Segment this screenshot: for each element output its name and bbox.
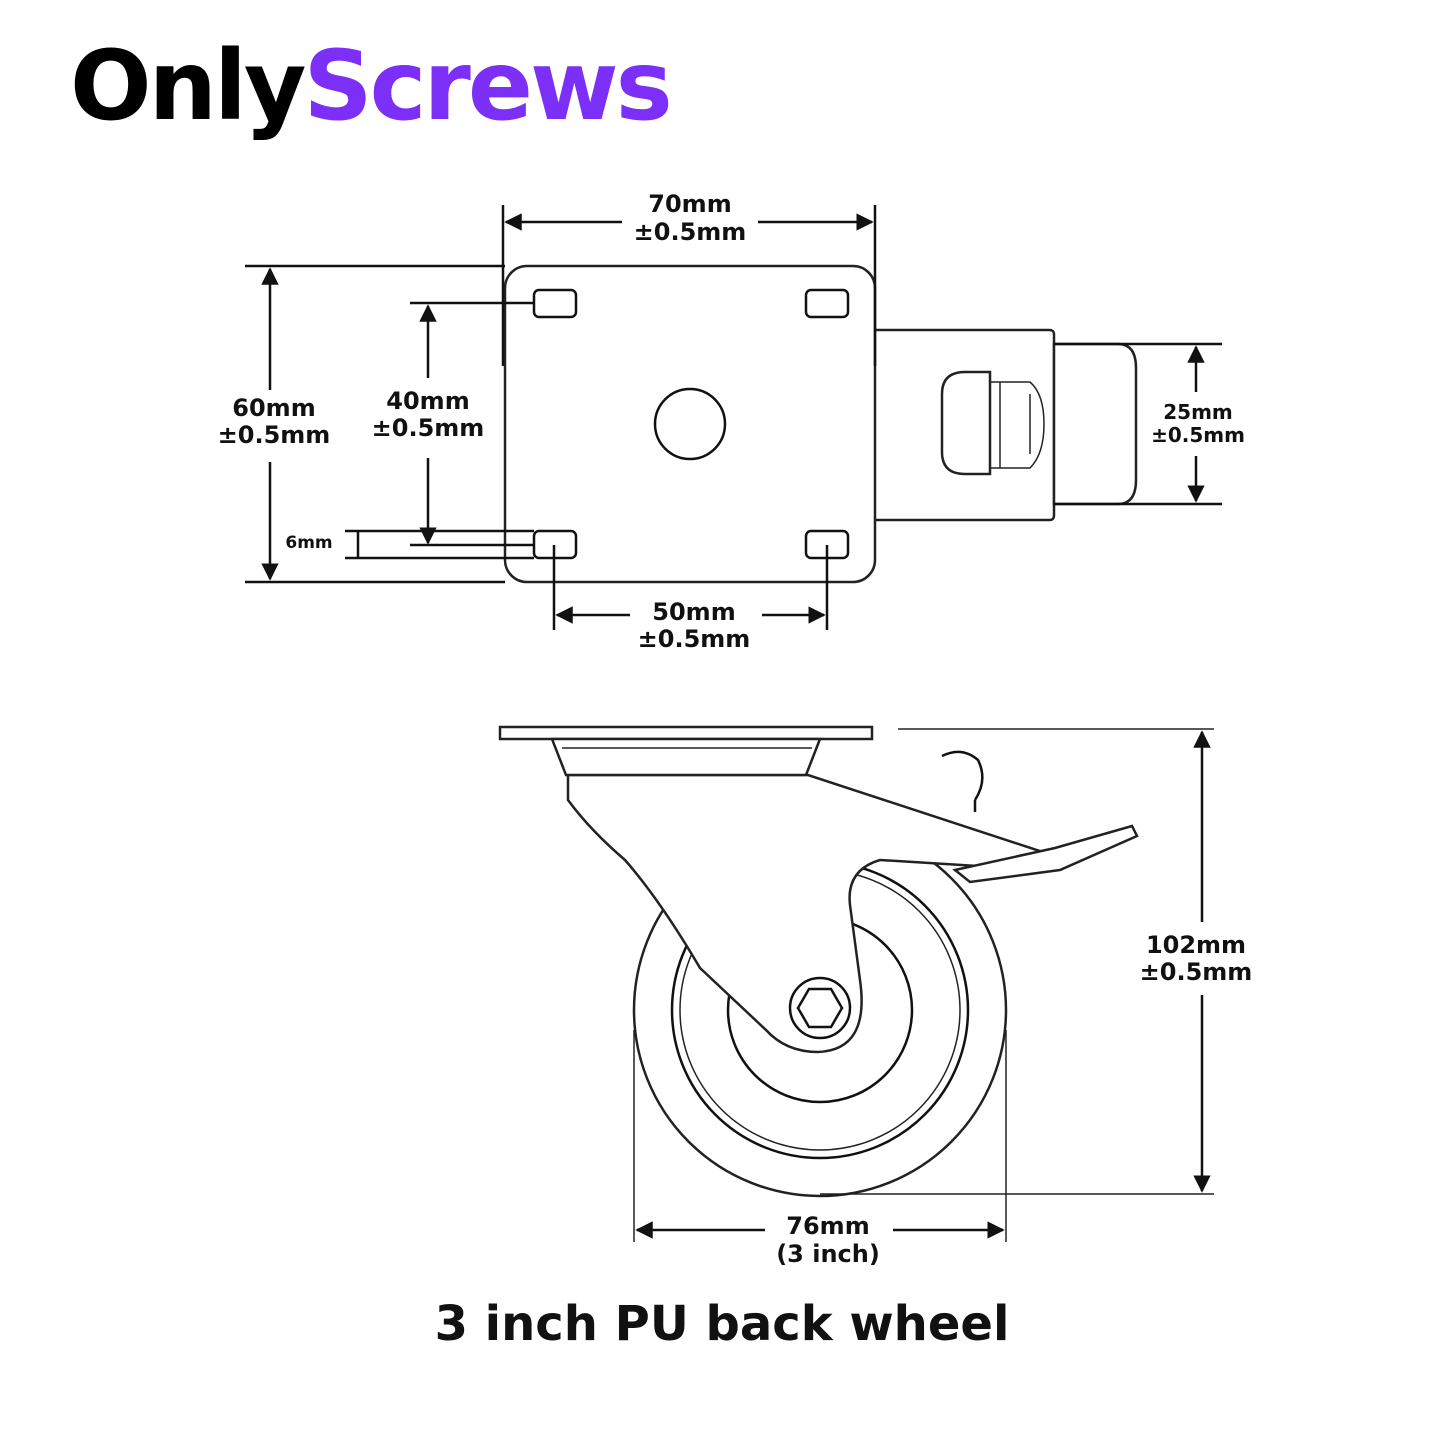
plate-height-value: 60mm xyxy=(232,394,315,422)
side-top-plate xyxy=(498,725,874,741)
axle-ring xyxy=(788,976,852,1040)
hole-spacing-vertical-value: 40mm xyxy=(386,387,469,415)
brand-logo: OnlyScrews xyxy=(70,38,673,134)
plate-width-tolerance: ±0.5mm xyxy=(634,218,747,246)
plate-height-tolerance: ±0.5mm xyxy=(218,421,331,449)
mount-hole-tr xyxy=(804,288,850,319)
side-bearing xyxy=(550,737,822,777)
hole-spacing-horizontal-tolerance: ±0.5mm xyxy=(638,625,751,653)
brand-prefix: Only xyxy=(70,30,306,142)
brake-lever xyxy=(941,750,984,801)
mounting-plate xyxy=(503,264,877,584)
swivel-fork xyxy=(566,773,1054,1054)
center-hole xyxy=(653,387,727,461)
top-wheel-axle xyxy=(990,381,1045,469)
wheel-width-value: 25mm xyxy=(1163,400,1233,424)
hole-size-value: 6mm xyxy=(285,533,332,553)
product-caption: 3 inch PU back wheel xyxy=(435,1296,1010,1352)
wheel-diameter-value: 76mm xyxy=(786,1212,869,1240)
top-wheel-tread xyxy=(1052,342,1138,506)
hole-spacing-horizontal-value: 50mm xyxy=(652,598,735,626)
wheel-diameter-inch: (3 inch) xyxy=(776,1240,880,1268)
brake-pedal xyxy=(952,824,1139,884)
axle-nut xyxy=(796,987,844,1029)
top-wheel-hub xyxy=(940,370,992,476)
hole-spacing-vertical-tolerance: ±0.5mm xyxy=(372,414,485,442)
total-height-tolerance: ±0.5mm xyxy=(1140,958,1253,986)
brand-suffix: Screws xyxy=(303,30,672,142)
total-height-value: 102mm xyxy=(1146,931,1246,959)
wheel-width-tolerance: ±0.5mm xyxy=(1151,423,1245,447)
plate-width-value: 70mm xyxy=(648,190,731,218)
side-view: 102mm ±0.5mm 76mm (3 inch) xyxy=(498,725,1253,1268)
top-view: 70mm ±0.5mm 60mm ±0.5mm 40mm ±0.5mm 6mm … xyxy=(218,190,1245,653)
